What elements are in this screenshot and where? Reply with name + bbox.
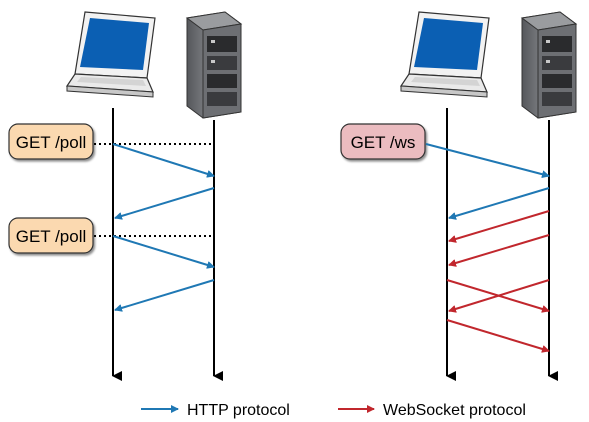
server-icon xyxy=(520,11,578,119)
get-poll-box xyxy=(8,123,94,160)
websocket-handshake-request-arrow xyxy=(425,143,550,179)
http-response-arrow xyxy=(114,187,215,220)
get-poll-label: GET /poll xyxy=(16,227,87,246)
get-ws-label: GET /ws xyxy=(351,133,416,152)
http-request-arrow xyxy=(112,235,215,269)
server-icon xyxy=(185,11,243,119)
http-request-arrow xyxy=(112,143,215,178)
get-ws-box xyxy=(340,123,426,160)
websocket-server-message-arrow xyxy=(448,279,550,313)
legend-websocket-label: WebSocket protocol xyxy=(383,402,526,419)
websocket-panel: GET /ws xyxy=(340,11,578,381)
get-poll-box xyxy=(8,217,94,254)
websocket-server-message-arrow xyxy=(448,234,550,267)
legend: HTTP protocol WebSocket protocol xyxy=(141,402,526,419)
laptop-icon xyxy=(399,11,490,98)
laptop-icon xyxy=(65,11,156,98)
http-response-arrow xyxy=(114,279,215,312)
get-poll-label: GET /poll xyxy=(16,133,87,152)
websocket-handshake-response-arrow xyxy=(448,187,550,220)
websocket-client-message-arrow xyxy=(446,319,550,353)
http-polling-panel: GET /poll GET /poll xyxy=(8,11,243,381)
legend-http-label: HTTP protocol xyxy=(187,402,290,419)
websocket-server-message-arrow xyxy=(448,210,550,243)
